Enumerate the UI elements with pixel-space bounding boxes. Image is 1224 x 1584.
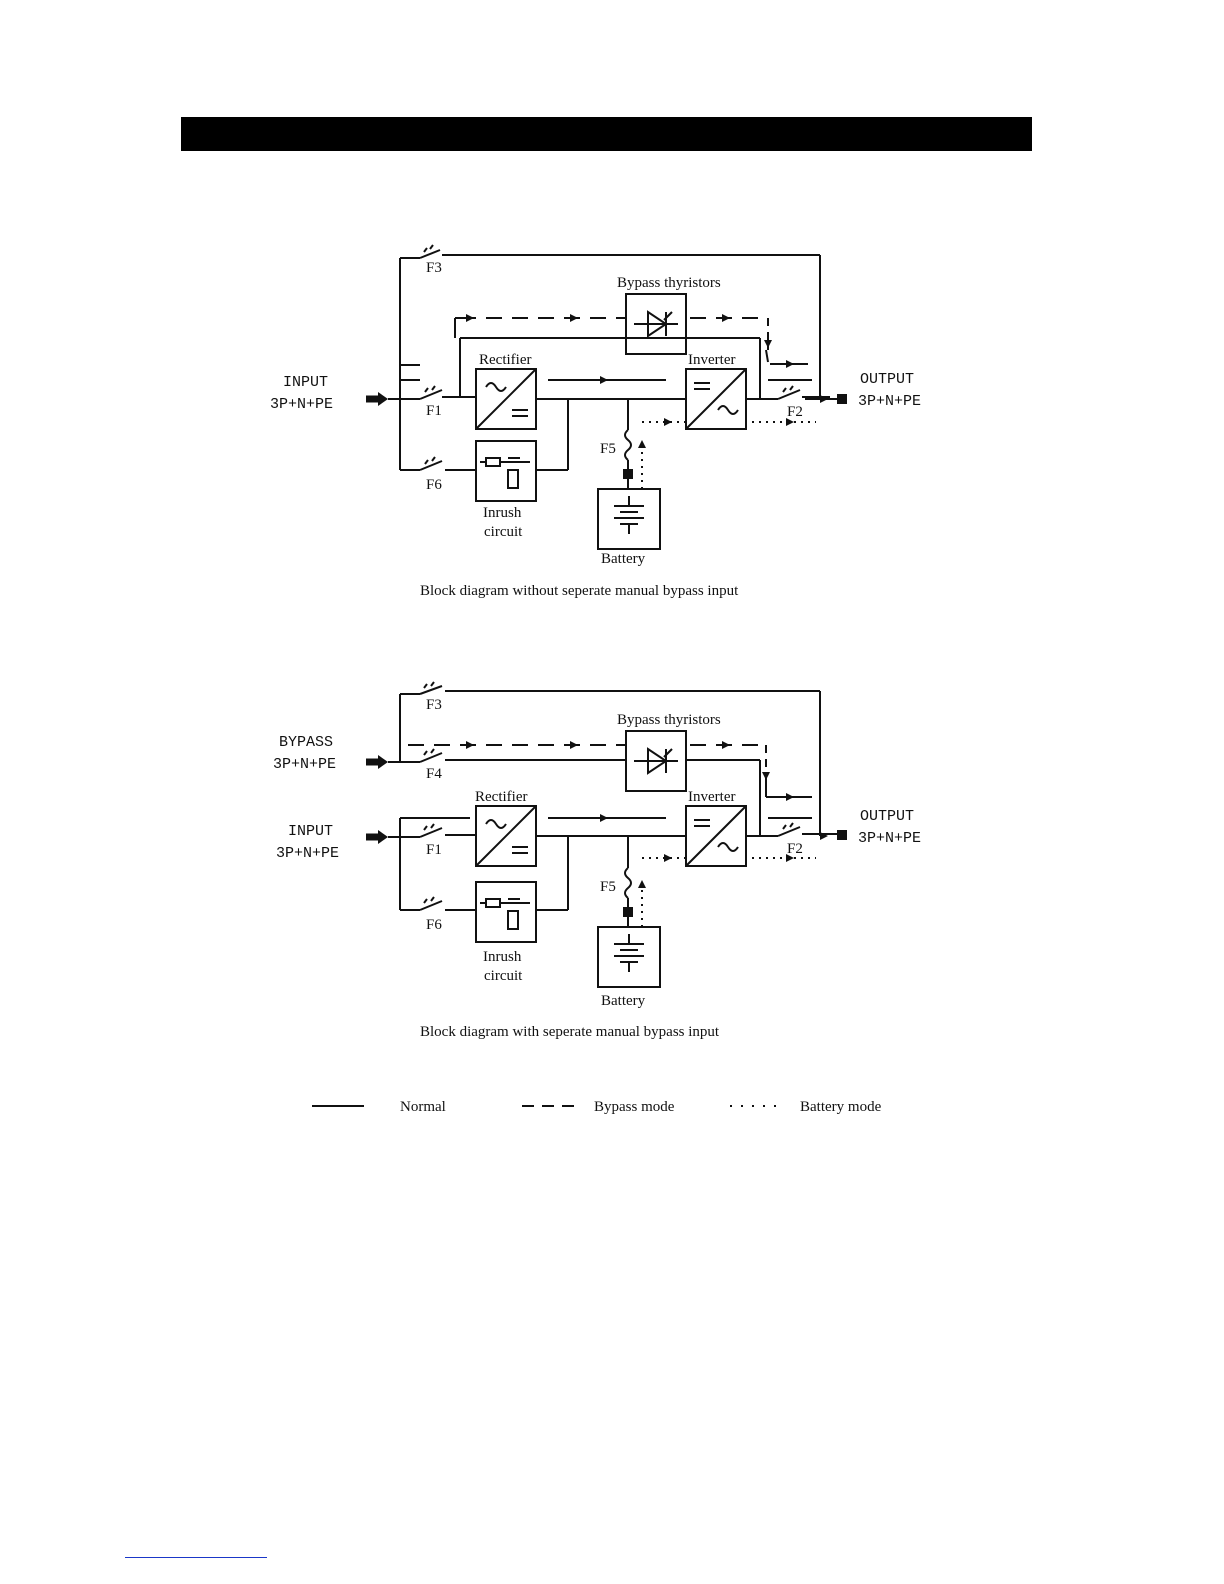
inrush-circuit-box xyxy=(475,440,537,502)
d2-f3-label: F3 xyxy=(426,697,442,713)
diagram-with-bypass-input xyxy=(366,681,847,988)
inrush-circuit-box xyxy=(475,881,537,943)
footnote-divider xyxy=(125,1557,267,1558)
d1-caption: Block diagram without seperate manual by… xyxy=(420,583,739,599)
d1-output-label: OUTPUT xyxy=(860,371,914,388)
d2-bypass-spec: 3P+N+PE xyxy=(273,756,336,773)
d2-inrush-label-2: circuit xyxy=(484,968,523,984)
d2-inverter-label: Inverter xyxy=(688,789,735,805)
ac-symbol-icon xyxy=(485,382,507,392)
d1-f2-label: F2 xyxy=(787,404,803,420)
bypass-thyristor-box xyxy=(625,730,687,792)
f1-switch-icon xyxy=(419,827,443,838)
d2-inrush-label-1: Inrush xyxy=(483,949,522,965)
d2-f6-label: F6 xyxy=(426,917,442,933)
d2-battery-label: Battery xyxy=(601,993,646,1009)
d2-f4-label: F4 xyxy=(426,766,442,782)
d2-bypass-thyristors-label: Bypass thyristors xyxy=(617,712,721,728)
ac-symbol-icon xyxy=(485,819,507,829)
d1-input-spec: 3P+N+PE xyxy=(270,396,333,413)
d1-inverter-label: Inverter xyxy=(688,352,735,368)
legend-battery-label: Battery mode xyxy=(800,1099,882,1115)
d1-inrush-label-1: Inrush xyxy=(483,505,522,521)
d2-output-label: OUTPUT xyxy=(860,808,914,825)
battery-box xyxy=(597,926,661,988)
legend-bypass-label: Bypass mode xyxy=(594,1099,675,1115)
thyristor-icon xyxy=(647,310,668,338)
f6-switch-icon xyxy=(419,900,443,911)
d2-f1-label: F1 xyxy=(426,842,442,858)
f5-fuse-icon xyxy=(624,867,632,899)
thyristor-icon xyxy=(647,747,668,775)
legend-normal-label: Normal xyxy=(400,1099,446,1115)
d1-f1-label: F1 xyxy=(426,403,442,419)
d2-input-spec: 3P+N+PE xyxy=(276,845,339,862)
d1-f5-label: F5 xyxy=(600,441,616,457)
bypass-thyristor-box xyxy=(625,293,687,355)
d1-f6-label: F6 xyxy=(426,477,442,493)
d2-caption: Block diagram with seperate manual bypas… xyxy=(420,1024,720,1040)
d2-rectifier-label: Rectifier xyxy=(475,789,527,805)
f1-switch-icon xyxy=(419,389,443,400)
f4-switch-icon xyxy=(419,752,443,763)
d1-input-label: INPUT xyxy=(283,374,328,391)
f2-switch-icon xyxy=(777,826,801,837)
diagram-without-bypass-input xyxy=(366,244,847,550)
d1-rectifier-label: Rectifier xyxy=(479,352,531,368)
d2-input-label: INPUT xyxy=(288,823,333,840)
d2-f5-label: F5 xyxy=(600,879,616,895)
d2-output-spec: 3P+N+PE xyxy=(858,830,921,847)
d1-output-spec: 3P+N+PE xyxy=(858,393,921,410)
d1-bypass-thyristors-label: Bypass thyristors xyxy=(617,275,721,291)
d1-f3-label: F3 xyxy=(426,260,442,276)
battery-box xyxy=(597,488,661,550)
d1-inrush-label-2: circuit xyxy=(484,524,523,540)
d1-battery-label: Battery xyxy=(601,551,646,567)
f3-switch-icon xyxy=(419,685,443,695)
f6-switch-icon xyxy=(419,460,443,471)
f2-switch-icon xyxy=(777,389,801,400)
section-header-bar xyxy=(181,117,1032,151)
f3-switch-icon xyxy=(419,249,441,259)
f5-fuse-icon xyxy=(624,429,632,461)
d2-f2-label: F2 xyxy=(787,841,803,857)
d2-bypass-label: BYPASS xyxy=(279,734,333,751)
